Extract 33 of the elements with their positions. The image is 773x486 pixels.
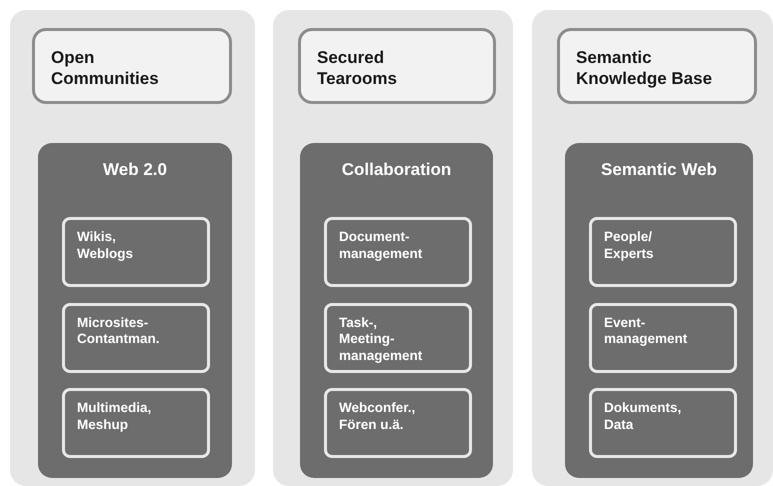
feature-box xyxy=(324,388,472,458)
feature-label: People/ Experts xyxy=(604,229,655,263)
feature-box xyxy=(62,388,210,458)
feature-box xyxy=(324,217,472,287)
column-panel xyxy=(273,10,513,486)
technology-title: Web 2.0 xyxy=(102,159,168,180)
technology-box xyxy=(38,143,232,478)
feature-label: Task-, Meeting- management xyxy=(339,314,424,366)
category-box xyxy=(298,28,496,104)
category-title: Open Communities xyxy=(51,47,160,90)
feature-box xyxy=(589,302,737,372)
feature-label: Event- management xyxy=(604,314,688,348)
feature-label: Wikis, Weblogs xyxy=(77,229,134,263)
feature-box xyxy=(589,388,737,458)
feature-label: Multimedia, Meshup xyxy=(77,400,152,434)
technology-box xyxy=(300,143,493,478)
technology-title: Collaboration xyxy=(340,159,452,180)
feature-box xyxy=(324,302,472,372)
feature-box xyxy=(62,302,210,372)
category-box xyxy=(32,28,232,104)
feature-label: Dokuments, Data xyxy=(604,400,682,434)
technology-box xyxy=(565,143,753,478)
feature-box xyxy=(589,217,737,287)
column-panel xyxy=(532,10,773,486)
feature-label: Webconfer., Fören u.ä. xyxy=(339,400,416,434)
column-panel xyxy=(10,10,255,486)
technology-title: Semantic Web xyxy=(600,159,718,180)
feature-label: Microsites- Contantman. xyxy=(77,314,160,348)
category-title: Semantic Knowledge Base xyxy=(576,47,714,90)
feature-box xyxy=(62,217,210,287)
category-box xyxy=(557,28,757,104)
category-title: Secured Tearooms xyxy=(317,47,398,90)
feature-label: Document- management xyxy=(339,229,424,263)
